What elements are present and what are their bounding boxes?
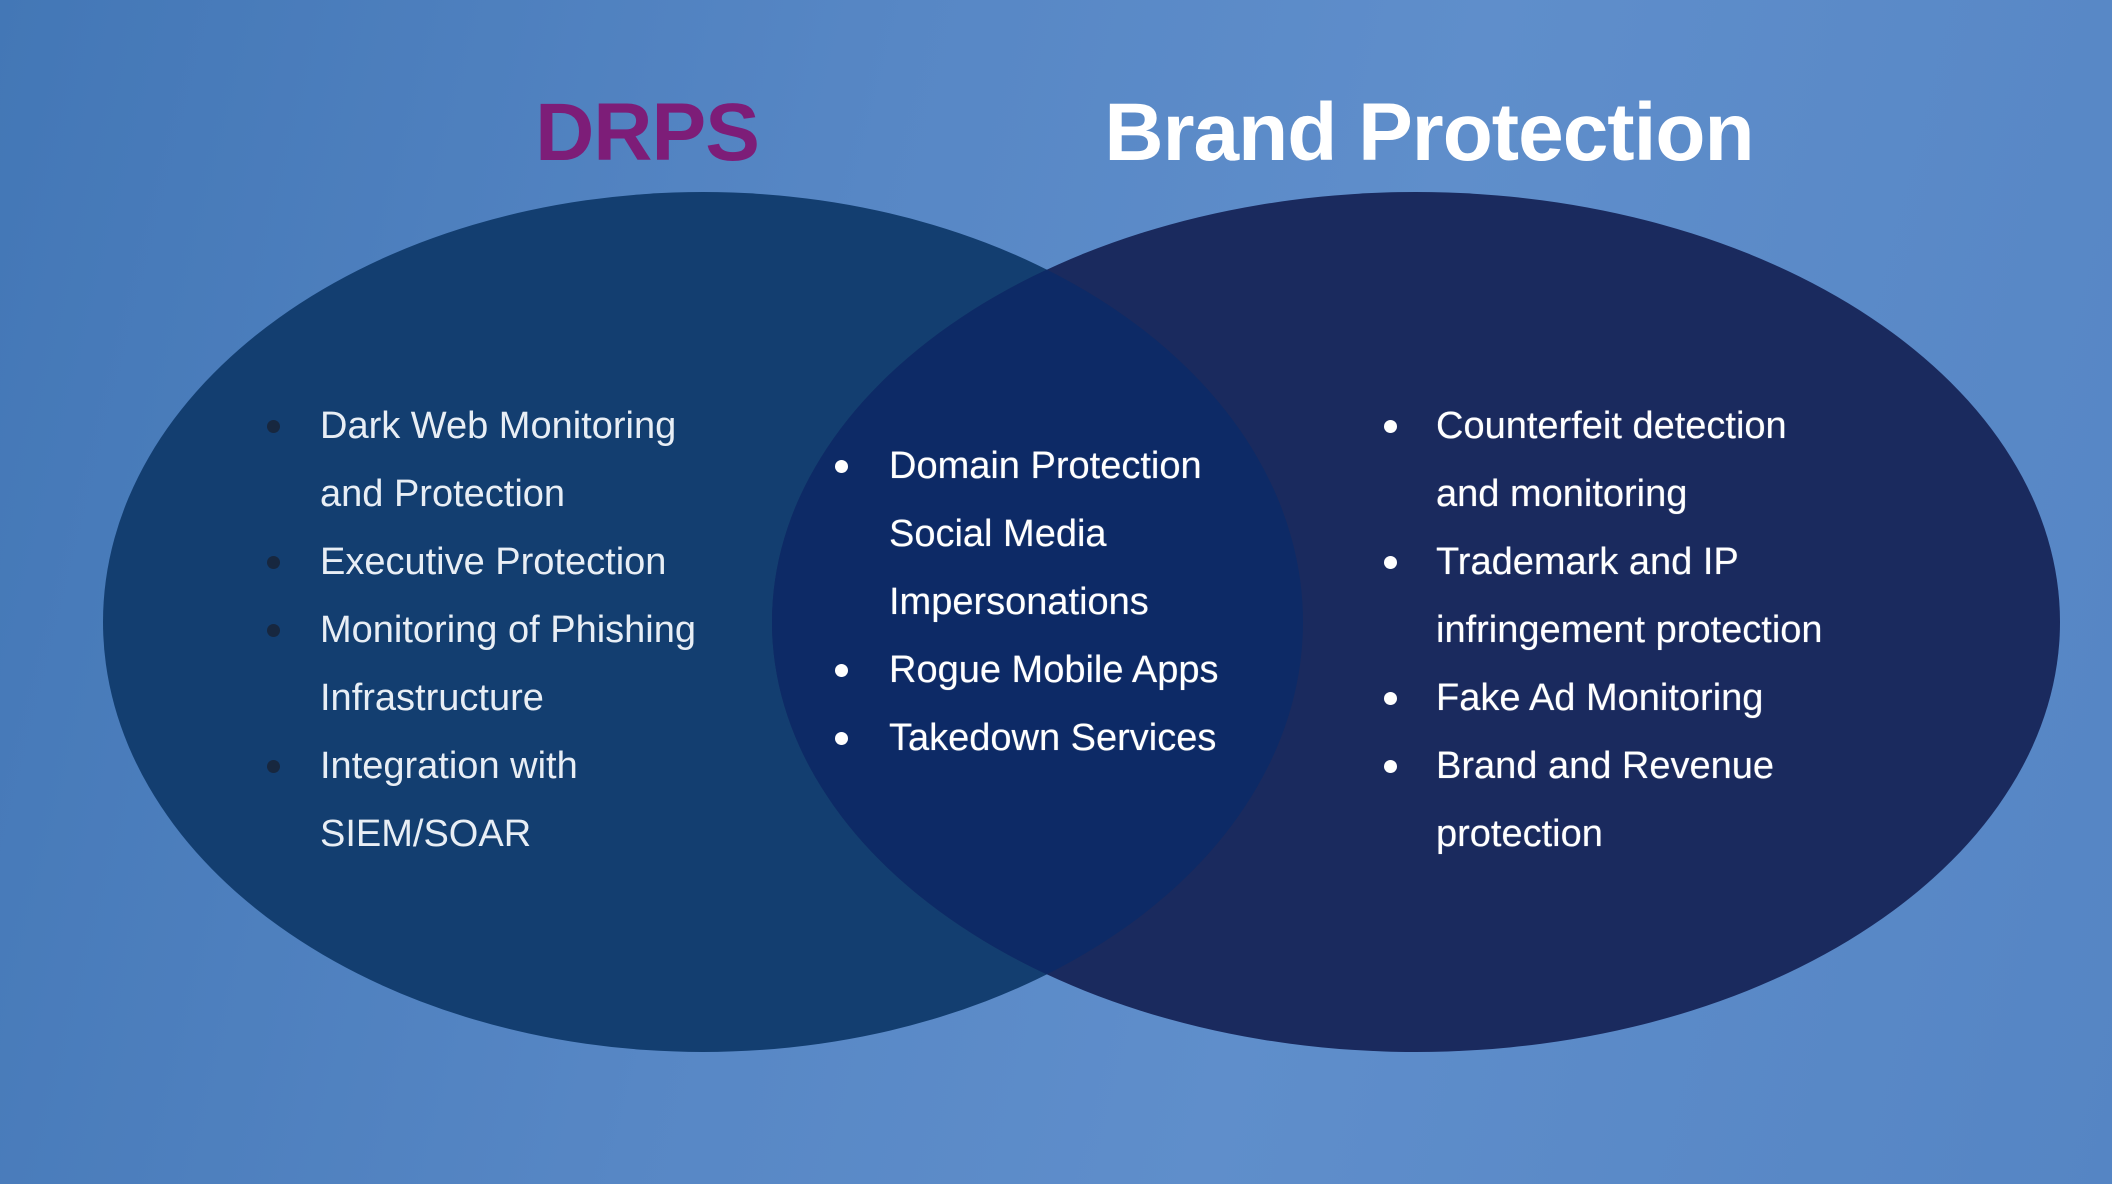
list-item-label: Trademark and IP infringement protection (1436, 541, 1823, 651)
bullet-icon (1384, 556, 1397, 569)
list-item-label: Executive Protection (320, 541, 667, 583)
list-item: Counterfeit detection and monitoring (1384, 392, 1904, 528)
list-item-label: Dark Web Monitoring and Protection (320, 405, 677, 515)
list-item: Executive Protection (267, 528, 787, 596)
bullet-icon (267, 420, 280, 433)
list-item-label: Fake Ad Monitoring (1436, 677, 1764, 719)
brand-protection-title: Brand Protection (1104, 87, 1754, 178)
bullet-icon (267, 624, 280, 637)
list-item-label: Rogue Mobile Apps (889, 649, 1219, 691)
list-item-label: Brand and Revenue protection (1436, 745, 1775, 855)
overlap-feature-list: Domain Protection Social Media Impersona… (835, 432, 1275, 772)
list-item-label: Takedown Services (889, 717, 1217, 759)
list-item: Takedown Services (835, 704, 1275, 772)
drps-title: DRPS (535, 87, 760, 178)
list-item: Domain Protection Social Media Impersona… (835, 432, 1275, 636)
list-item: Integration with SIEM/SOAR (267, 732, 787, 868)
bullet-icon (1384, 420, 1397, 433)
list-item-label: Integration with SIEM/SOAR (320, 745, 578, 855)
bullet-icon (835, 732, 848, 745)
bullet-icon (267, 760, 280, 773)
bullet-icon (1384, 692, 1397, 705)
list-item-label: Monitoring of Phishing Infrastructure (320, 609, 696, 719)
list-item-label: Counterfeit detection and monitoring (1436, 405, 1787, 515)
list-item: Brand and Revenue protection (1384, 732, 1904, 868)
bullet-icon (835, 460, 848, 473)
overlap-lens (772, 192, 1303, 1052)
list-item: Rogue Mobile Apps (835, 636, 1275, 704)
list-item-label: Domain Protection Social Media Impersona… (889, 445, 1202, 623)
list-item: Trademark and IP infringement protection (1384, 528, 1904, 664)
bullet-icon (267, 556, 280, 569)
list-item: Dark Web Monitoring and Protection (267, 392, 787, 528)
list-item: Monitoring of Phishing Infrastructure (267, 596, 787, 732)
bullet-icon (1384, 760, 1397, 773)
bullet-icon (835, 664, 848, 677)
list-item: Fake Ad Monitoring (1384, 664, 1904, 732)
